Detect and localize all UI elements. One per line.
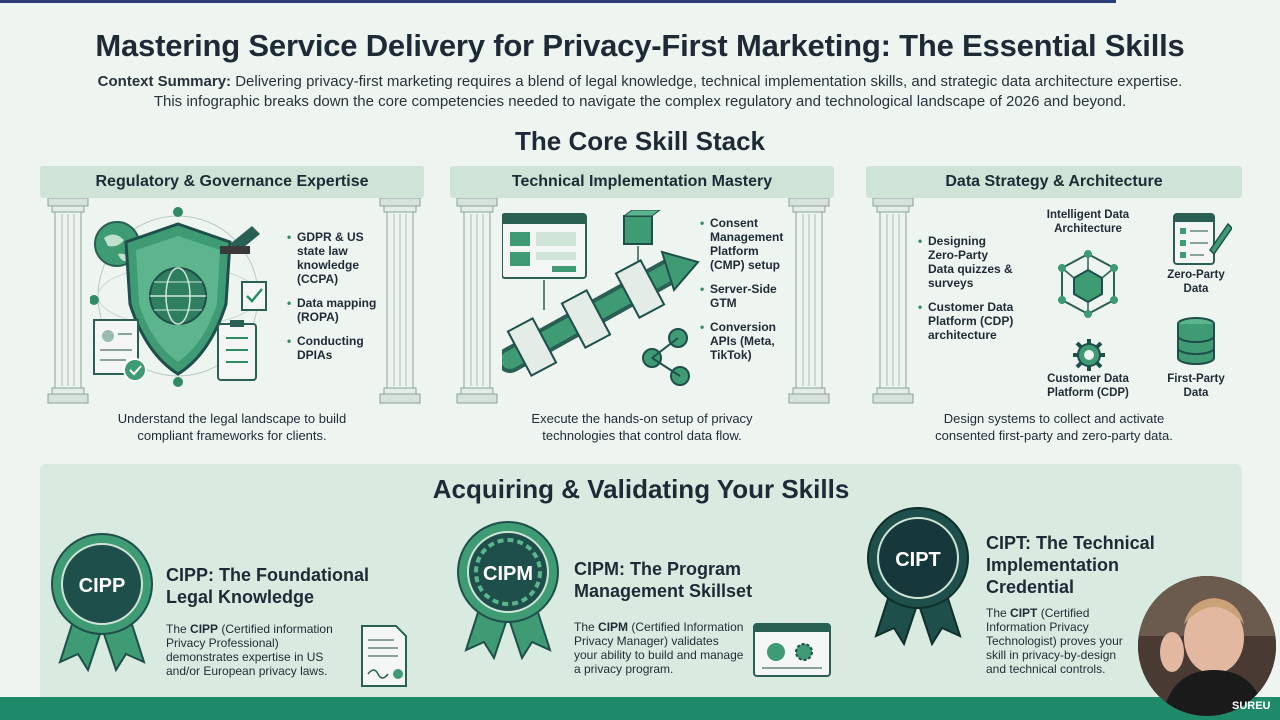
certificate-document-icon xyxy=(361,625,407,687)
summary-line-1: Delivering privacy-first marketing requi… xyxy=(235,73,1183,90)
list-item: Server-Side GTM xyxy=(700,282,792,310)
cipt-description: The CIPT (Certified Information Privacy … xyxy=(986,606,1136,676)
desc-bold: CIPM xyxy=(598,620,629,634)
presenter-video-icon xyxy=(1138,576,1276,716)
desc-line: technologies that control data flow. xyxy=(542,428,742,443)
bottom-bar xyxy=(0,697,1280,720)
title-line: Legal Knowledge xyxy=(166,587,315,607)
regulatory-column: Regulatory & Governance Expertise xyxy=(40,166,424,448)
pillar-right-icon xyxy=(788,198,830,404)
cipt-title: CIPT: The Technical Implementation Crede… xyxy=(986,532,1186,598)
webcam-overlay xyxy=(1138,576,1276,716)
data-strategy-bullets: Designing Zero-Party Data quizzes & surv… xyxy=(918,234,1014,352)
cipp-title: CIPP: The Foundational Legal Knowledge xyxy=(166,564,406,608)
list-item: Data mapping (ROPA) xyxy=(287,296,392,324)
technical-heading: Technical Implementation Mastery xyxy=(450,166,834,198)
desc-bold: CIPP xyxy=(190,622,219,636)
list-item: Consent Management Platform (CMP) setup xyxy=(700,216,792,272)
title-line: CIPP: The Foundational xyxy=(166,565,369,585)
network-cube-icon xyxy=(1058,250,1118,318)
regulatory-heading: Regulatory & Governance Expertise xyxy=(40,166,424,198)
cipt-badge-icon: CIPT xyxy=(867,507,969,646)
shield-globe-icon xyxy=(90,207,267,387)
desc-pre: The xyxy=(574,620,595,634)
acquiring-section: Acquiring & Validating Your Skills CIPP … xyxy=(40,464,1242,704)
desc-rest: (Certified information Privacy Professio… xyxy=(166,622,333,678)
dashboard-window-icon xyxy=(753,623,831,677)
title-line: CIPT: The Technical xyxy=(986,533,1155,553)
title-line: Implementation xyxy=(986,555,1120,575)
survey-form-icon xyxy=(1173,213,1232,265)
cipm-description: The CIPM (Certified Information Privacy … xyxy=(574,620,744,676)
acquiring-title: Acquiring & Validating Your Skills xyxy=(432,474,850,504)
list-item: Conducting DPIAs xyxy=(287,334,392,362)
gear-icon xyxy=(1073,339,1105,371)
intelligent-data-architecture-label: Intelligent Data Architecture xyxy=(1046,209,1130,235)
desc-rest: (Certified Information Privacy Manager) … xyxy=(574,620,744,676)
data-strategy-description: Design systems to collect and activate c… xyxy=(866,410,1242,444)
list-item: Customer Data Platform (CDP) architectur… xyxy=(918,300,1014,342)
desc-line: compliant frameworks for clients. xyxy=(137,428,327,443)
list-item: Conversion APIs (Meta, TikTok) xyxy=(700,320,792,362)
cipp-description: The CIPP (Certified information Privacy … xyxy=(166,622,354,678)
summary-label: Context Summary: xyxy=(97,73,232,90)
regulatory-bullets: GDPR & US state law knowledge (CCPA) Dat… xyxy=(287,230,392,372)
database-icon xyxy=(1177,317,1215,365)
context-summary: Context Summary: Delivering privacy-firs… xyxy=(40,72,1240,112)
desc-bold: CIPT xyxy=(1010,606,1038,620)
top-accent-bar xyxy=(0,0,1116,3)
title-line: CIPM: The Program xyxy=(574,559,742,579)
zero-party-data-label: Zero-Party Data xyxy=(1167,269,1225,295)
technical-bullets: Consent Management Platform (CMP) setup … xyxy=(700,216,792,372)
list-item: Designing Zero-Party Data quizzes & surv… xyxy=(918,234,1014,290)
pillar-left-icon xyxy=(47,198,89,404)
core-skill-stack-title: The Core Skill Stack xyxy=(515,126,765,156)
desc-line: Understand the legal landscape to build xyxy=(117,411,347,426)
technical-description: Execute the hands-on setup of privacy te… xyxy=(450,410,834,444)
cipm-badge-icon: CIPM xyxy=(457,521,559,660)
badge-label: CIPT xyxy=(895,549,941,571)
pillar-left-icon xyxy=(872,198,914,404)
desc-pre: The xyxy=(986,606,1007,620)
list-item: GDPR & US state law knowledge (CCPA) xyxy=(287,230,392,286)
desc-line: Execute the hands-on setup of privacy xyxy=(531,411,753,426)
cipp-badge-icon: CIPP xyxy=(51,533,153,672)
desc-rest: (Certified Information Privacy Technolog… xyxy=(986,606,1123,676)
customer-data-platform-label: Customer Data Platform (CDP) xyxy=(1047,373,1129,399)
title-line: Credential xyxy=(986,577,1075,597)
regulatory-description: Understand the legal landscape to build … xyxy=(40,410,424,444)
cipm-title: CIPM: The Program Management Skillset xyxy=(574,558,814,602)
badge-label: CIPM xyxy=(483,563,533,585)
technical-column: Technical Implementation Mastery xyxy=(450,166,834,448)
desc-line: Design systems to collect and activate xyxy=(943,411,1165,426)
first-party-data-label: First-Party Data xyxy=(1167,373,1225,399)
data-strategy-column: Data Strategy & Architecture Designing Z… xyxy=(866,166,1242,448)
title-line: Management Skillset xyxy=(574,581,753,601)
data-pipeline-icon xyxy=(502,210,700,386)
desc-pre: The xyxy=(166,622,187,636)
watermark: SUREU xyxy=(1232,700,1271,712)
pillar-left-icon xyxy=(456,198,498,404)
summary-line-2: This infographic breaks down the core co… xyxy=(153,93,1127,110)
badge-label: CIPP xyxy=(79,575,126,597)
data-strategy-heading: Data Strategy & Architecture xyxy=(866,166,1242,198)
page-title: Mastering Service Delivery for Privacy-F… xyxy=(95,28,1185,63)
desc-line: consented first-party and zero-party dat… xyxy=(935,428,1173,443)
